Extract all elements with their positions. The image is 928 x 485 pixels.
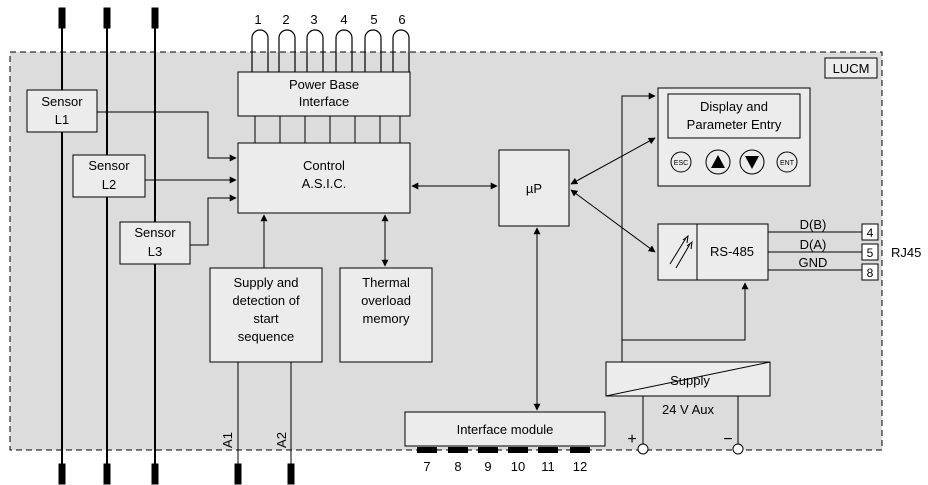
up-display-link <box>570 137 656 185</box>
ent-button[interactable] <box>776 151 798 173</box>
terminal-11: 11 <box>541 459 555 474</box>
pin-4: 4 <box>867 226 874 240</box>
supply-detection-line3: start <box>253 311 279 326</box>
down-arrow-icon <box>745 156 759 169</box>
a1-a2-lines <box>234 362 295 485</box>
terminal-8: 8 <box>454 459 461 474</box>
connector-label: RJ45 <box>891 245 921 260</box>
control-line1: Control <box>303 158 345 173</box>
supply-distribution <box>621 92 749 444</box>
thermal-memory-box <box>339 267 433 363</box>
esc-button[interactable] <box>670 151 692 173</box>
terminal-12: 12 <box>573 459 587 474</box>
ent-label: ENT <box>780 160 795 167</box>
terminal-4: 4 <box>340 12 347 27</box>
terminal-1: 1 <box>254 12 261 27</box>
terminal-3: 3 <box>310 12 317 27</box>
module-label-box <box>824 57 878 79</box>
input-a1: A1 <box>220 432 235 448</box>
supply-detection-line1: Supply and <box>233 275 298 290</box>
sensor-arrows <box>97 111 237 246</box>
rs485-line-gnd: GND <box>799 255 828 270</box>
display-line1: Display and <box>700 99 768 114</box>
minus-label: − <box>723 431 732 448</box>
pin-8: 8 <box>867 266 874 280</box>
rs485-box <box>657 223 769 281</box>
thermal-line3: memory <box>363 311 410 326</box>
supply-voltage: 24 V Aux <box>662 402 715 417</box>
top-terminal-numbers: 1 2 3 4 5 6 <box>254 12 405 27</box>
supply-label: Supply <box>670 373 710 388</box>
supply-detection-line4: sequence <box>238 329 294 344</box>
keypad: ESC ENT <box>670 149 798 175</box>
rs485-label: RS-485 <box>710 244 754 259</box>
power-base-line2: Interface <box>299 94 350 109</box>
display-screen <box>667 93 801 139</box>
sensor-l3-line2: L3 <box>148 244 162 259</box>
rs485-lines <box>768 231 862 271</box>
supply-diagonal <box>605 361 771 397</box>
pin-8-box <box>861 263 879 281</box>
minus-terminal <box>732 443 744 455</box>
sensor-l2-line2: L2 <box>102 177 116 192</box>
supply-detection-line2: detection of <box>232 293 300 308</box>
up-rs485-link <box>570 189 656 253</box>
sensor-l1-line1: Sensor <box>41 94 83 109</box>
terminal-7: 7 <box>423 459 430 474</box>
isolator-icon <box>669 234 693 269</box>
supply-detection-box <box>209 267 323 363</box>
terminal-5: 5 <box>370 12 377 27</box>
rs485-line-da: D(A) <box>800 237 827 252</box>
plus-terminal <box>637 443 649 455</box>
control-asic-box <box>237 142 411 214</box>
sensor-l2-line1: Sensor <box>88 158 130 173</box>
module-label: LUCM <box>833 61 870 76</box>
top-terminals <box>251 29 410 72</box>
sensor-l3-box <box>119 221 191 265</box>
pin-5-box <box>861 243 879 261</box>
sensor-l1-box <box>26 89 98 133</box>
pin-4-box <box>861 223 879 241</box>
power-base-line1: Power Base <box>289 77 359 92</box>
pb-control-links <box>254 116 401 143</box>
control-line2: A.S.I.C. <box>302 176 347 191</box>
terminal-6: 6 <box>398 12 405 27</box>
interface-module-box <box>404 411 606 447</box>
plus-label: + <box>627 431 636 448</box>
sensor-l1-line2: L1 <box>55 112 69 127</box>
sensor-l2-box <box>72 154 146 198</box>
interface-module-label: Interface module <box>457 422 554 437</box>
rs485-line-db: D(B) <box>800 217 827 232</box>
sensor-l3-line1: Sensor <box>134 225 176 240</box>
microprocessor-box <box>498 149 570 227</box>
esc-label: ESC <box>674 160 688 167</box>
thermal-line1: Thermal <box>362 275 410 290</box>
terminal-9: 9 <box>484 459 491 474</box>
up-arrow-icon <box>711 155 725 168</box>
input-a2: A2 <box>274 432 289 448</box>
thermal-line2: overload <box>361 293 411 308</box>
pin-5: 5 <box>867 246 874 260</box>
terminal-10: 10 <box>511 459 525 474</box>
terminal-2: 2 <box>282 12 289 27</box>
microprocessor-label: µP <box>526 181 542 196</box>
display-line2: Parameter Entry <box>687 117 782 132</box>
interface-terminal-numbers: 7 8 9 10 11 12 <box>423 459 587 474</box>
interface-pins <box>417 447 590 453</box>
power-base-box <box>237 71 411 117</box>
